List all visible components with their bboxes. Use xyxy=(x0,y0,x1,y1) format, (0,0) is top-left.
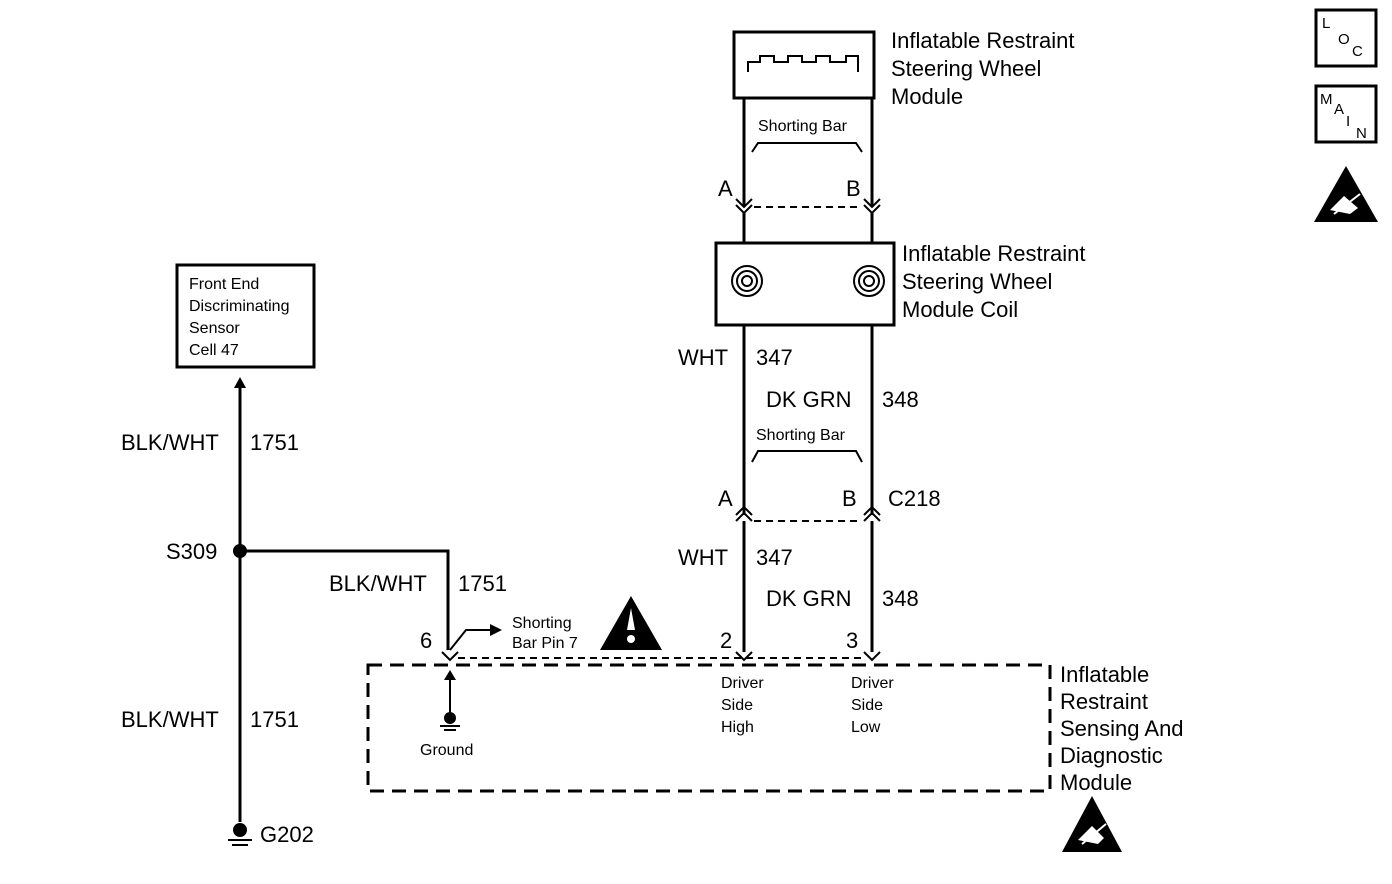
loc-button[interactable]: L O C xyxy=(1314,8,1378,68)
wire-circuit-348-lower: 348 xyxy=(882,586,919,611)
sdm-label-line4: Diagnostic xyxy=(1060,743,1163,768)
esd-sensitive-icon[interactable] xyxy=(1314,166,1378,222)
diagram-text: Low xyxy=(851,719,881,736)
ground-g202: G202 xyxy=(228,822,314,847)
coil-label-line1: Inflatable Restraint xyxy=(902,241,1085,266)
wire-1751-branch xyxy=(240,549,450,650)
sdm-label-line2: Restraint xyxy=(1060,689,1148,714)
diagram-text: Sensor xyxy=(189,320,240,337)
ground-label: Ground xyxy=(420,742,473,759)
chevron-down-icon xyxy=(735,651,753,662)
diagram-text: M xyxy=(1320,91,1333,108)
diagram-text: C xyxy=(1352,43,1363,60)
steering-module-label-line2: Steering Wheel xyxy=(891,56,1041,81)
coil-label-line3: Module Coil xyxy=(902,297,1018,322)
wire-color-blkwht-branch: BLK/WHT xyxy=(329,571,427,596)
diagram-text: Cell 47 xyxy=(189,342,239,359)
shorting-bar-top: Shorting Bar xyxy=(751,118,863,153)
warning-icon xyxy=(600,596,662,650)
diagram-text: Front End xyxy=(189,276,259,293)
steering-module-label-line3: Module xyxy=(891,84,963,109)
sdm-label-line1: Inflatable xyxy=(1060,662,1149,687)
sdm-label-line5: Module xyxy=(1060,770,1132,795)
wire-color-blkwht-lower: BLK/WHT xyxy=(121,707,219,732)
diagram-text: I xyxy=(1346,113,1350,130)
connector-top: A B xyxy=(718,176,881,215)
wire-circuit-348-upper: 348 xyxy=(882,387,919,412)
diagram-text: Driver xyxy=(721,675,764,692)
connector-c218-label: C218 xyxy=(888,486,941,511)
chevron-up-icon xyxy=(735,505,753,522)
pin-a-c218: A xyxy=(718,486,733,511)
diagram-text: A xyxy=(1334,101,1344,118)
main-button[interactable]: M A I N xyxy=(1314,84,1378,144)
ground-g202-label: G202 xyxy=(260,822,314,847)
diagram-text: O xyxy=(1338,31,1350,48)
wire-circuit-347-lower: 347 xyxy=(756,545,793,570)
wire-circuit-1751-upper: 1751 xyxy=(250,430,299,455)
diagram-text: Discriminating xyxy=(189,298,289,315)
coil-label-line2: Steering Wheel xyxy=(902,269,1052,294)
wire-color-dkgrn-upper: DK GRN xyxy=(766,387,852,412)
diagram-text: Driver xyxy=(851,675,894,692)
connector-c218: A B C218 xyxy=(718,486,941,522)
shorting-bar-label-top: Shorting Bar xyxy=(758,118,848,135)
chevron-down-icon xyxy=(863,651,881,662)
splice-s309-label: S309 xyxy=(166,539,217,564)
coil-spiral-icon xyxy=(731,265,885,297)
diagram-text: Bar Pin 7 xyxy=(512,635,578,652)
shorting-bar-pin7: Shorting Bar Pin 7 xyxy=(449,615,578,652)
sensing-diagnostic-module: Inflatable Restraint Sensing And Diagnos… xyxy=(366,662,1184,795)
pin-2: 2 xyxy=(720,628,732,653)
chevron-down-icon xyxy=(441,651,459,662)
pin-b-c218: B xyxy=(842,486,857,511)
diagram-text: L xyxy=(1322,15,1330,32)
internal-ground: Ground xyxy=(420,670,473,759)
wire-circuit-1751-branch: 1751 xyxy=(458,571,507,596)
wire-color-blkwht-upper: BLK/WHT xyxy=(121,430,219,455)
pin-b-top: B xyxy=(846,176,861,201)
arrow-right-icon xyxy=(490,624,502,636)
wire-color-wht-lower: WHT xyxy=(678,545,728,570)
diagram-text: Side xyxy=(851,697,883,714)
steering-module-label-line1: Inflatable Restraint xyxy=(891,28,1074,53)
shorting-bar-middle: Shorting Bar xyxy=(751,427,863,463)
wire-color-wht-upper: WHT xyxy=(678,345,728,370)
steering-wheel-module-coil: Inflatable Restraint Steering Wheel Modu… xyxy=(714,241,1085,327)
diagram-text: Shorting xyxy=(512,615,572,632)
arrow-up-icon xyxy=(444,670,456,680)
chevron-up-icon xyxy=(863,505,881,522)
arrow-up-icon xyxy=(234,377,246,388)
pin-3: 3 xyxy=(846,628,858,653)
wire-color-dkgrn-lower: DK GRN xyxy=(766,586,852,611)
diagram-text: N xyxy=(1356,125,1367,142)
wire-circuit-347-upper: 347 xyxy=(756,345,793,370)
diagram-text: Side xyxy=(721,697,753,714)
shorting-bar-label-middle: Shorting Bar xyxy=(756,427,846,444)
sdm-label-line3: Sensing And xyxy=(1060,716,1184,741)
esd-sensitive-icon xyxy=(1062,796,1122,852)
front-end-sensor: Front End Discriminating Sensor Cell 47 xyxy=(175,263,316,369)
pin-6: 6 xyxy=(420,628,432,653)
steering-wheel-module: Inflatable Restraint Steering Wheel Modu… xyxy=(732,28,1074,109)
diagram-text: High xyxy=(721,719,754,736)
wire-circuit-1751-lower: 1751 xyxy=(250,707,299,732)
pin-a-top: A xyxy=(718,176,733,201)
